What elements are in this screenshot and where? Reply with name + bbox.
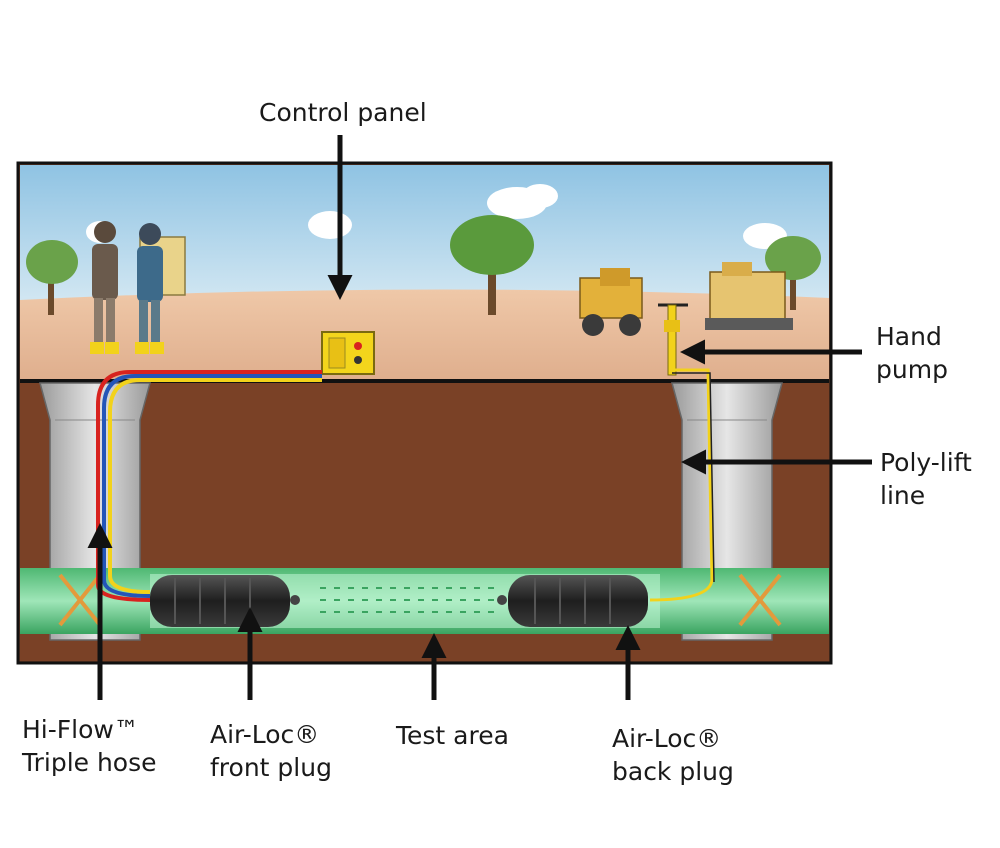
label-hand-pump-line2: pump [876, 355, 948, 384]
control-panel-box [321, 331, 375, 375]
label-hand-pump-line1: Hand [876, 322, 942, 351]
label-hi-flow-hose: Hi-Flow™ Triple hose [22, 713, 157, 779]
workers [90, 221, 186, 354]
label-back-plug: Air-Loc® back plug [612, 722, 734, 788]
label-back-plug-line1: Air-Loc® [612, 724, 722, 753]
label-poly-lift-line: Poly-lift line [880, 446, 972, 512]
label-poly-lift-line2: line [880, 481, 926, 510]
callout-arrows [87, 135, 872, 700]
triple-hose [96, 370, 322, 602]
poly-lift-line [649, 368, 714, 602]
front-plug [150, 575, 300, 627]
label-hi-flow-hose-line2: Triple hose [22, 748, 157, 777]
label-poly-lift-line1: Poly-lift [880, 448, 972, 477]
label-front-plug-line2: front plug [210, 753, 332, 782]
pipe-supports [58, 573, 782, 627]
poly-lift-line-shadow [672, 372, 715, 583]
label-test-area: Test area [396, 721, 509, 750]
back-plug [497, 575, 648, 627]
label-back-plug-line2: back plug [612, 757, 734, 786]
label-front-plug-line1: Air-Loc® [210, 720, 320, 749]
label-front-plug: Air-Loc® front plug [210, 718, 332, 784]
test-area-water [320, 587, 500, 613]
hand-pump [658, 303, 688, 376]
label-hand-pump: Hand pump [876, 320, 948, 386]
label-control-panel: Control panel [259, 98, 427, 127]
trees [26, 215, 821, 315]
label-hi-flow-hose-line1: Hi-Flow™ [22, 715, 139, 744]
construction-vehicles [579, 262, 793, 336]
